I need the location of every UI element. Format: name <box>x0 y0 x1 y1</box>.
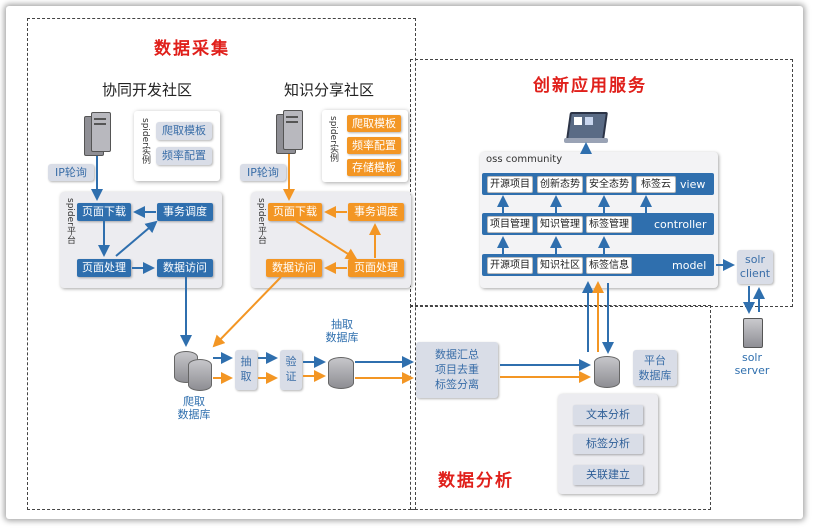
server-icon <box>276 110 303 154</box>
model-item-tag-info[interactable]: 标签信息 <box>586 257 632 274</box>
data-collection-title: 数据采集 <box>154 39 230 59</box>
knowledge-page-process[interactable]: 页面处理 <box>348 259 404 277</box>
model-item-open-source[interactable]: 开源项目 <box>487 257 533 274</box>
link-building[interactable]: 关联建立 <box>573 465 643 485</box>
view-item-open-source[interactable]: 开源项目 <box>487 176 533 193</box>
knowledge-storage-template[interactable]: 存储模板 <box>347 159 401 176</box>
extract-database-icon <box>328 357 354 389</box>
region-application-service <box>410 59 793 307</box>
model-layer-label: model <box>672 259 707 272</box>
server-icon <box>84 112 111 156</box>
verify-step[interactable]: 验 证 <box>280 350 302 390</box>
diagram-frame: 数据采集 创新应用服务 数据分析 协同开发社区 spider实例 爬取模板 频率… <box>6 6 803 519</box>
collab-task-schedule[interactable]: 事务调度 <box>157 203 213 221</box>
aggregate-dedupe-step[interactable]: 数据汇总 项目去重 标签分离 <box>416 342 498 398</box>
monitor-icon <box>564 112 608 144</box>
server-icon <box>743 318 763 348</box>
arrow <box>115 220 158 257</box>
extract-database-label: 抽取 数据库 <box>325 318 359 344</box>
arrows-layer <box>91 142 765 384</box>
knowledge-community-title: 知识分享社区 <box>284 81 375 99</box>
region-data-analysis <box>410 305 711 510</box>
region-data-collection <box>27 18 416 510</box>
platform-database-label: 平台 数据库 <box>633 350 677 386</box>
oss-community-title: oss community <box>486 154 563 165</box>
arrow <box>212 276 282 348</box>
application-service-title: 创新应用服务 <box>533 76 647 96</box>
view-layer-label: view <box>680 178 706 191</box>
collab-page-download[interactable]: 页面下载 <box>77 203 131 221</box>
knowledge-crawl-template[interactable]: 爬取模板 <box>347 115 401 132</box>
view-item-tag-cloud[interactable]: 标签云 <box>636 176 676 193</box>
data-analysis-title: 数据分析 <box>438 471 514 491</box>
collab-crawl-template[interactable]: 爬取模板 <box>156 122 212 140</box>
extract-step[interactable]: 抽 取 <box>235 350 257 390</box>
platform-database-icon <box>594 356 620 388</box>
tag-analysis[interactable]: 标签分析 <box>573 434 643 454</box>
knowledge-page-download[interactable]: 页面下载 <box>268 203 322 221</box>
controller-item-knowledge[interactable]: 知识管理 <box>537 216 583 233</box>
view-item-security[interactable]: 安全态势 <box>586 176 632 193</box>
collab-data-access[interactable]: 数据访问 <box>157 259 213 277</box>
controller-item-project[interactable]: 项目管理 <box>487 216 533 233</box>
collab-ip-polling[interactable]: IP轮询 <box>48 164 94 181</box>
knowledge-spider-instance-label: spider实例 <box>328 116 338 162</box>
view-item-innovation[interactable]: 创新态势 <box>537 176 583 193</box>
crawl-database-icon <box>174 351 214 391</box>
text-analysis[interactable]: 文本分析 <box>573 405 643 425</box>
collab-page-process[interactable]: 页面处理 <box>77 259 131 277</box>
solr-server-label: solr server <box>734 351 770 377</box>
collab-community-title: 协同开发社区 <box>102 81 193 99</box>
model-item-knowledge[interactable]: 知识社区 <box>537 257 583 274</box>
collab-frequency-config[interactable]: 频率配置 <box>156 147 212 165</box>
knowledge-spider-platform-label: spider平台 <box>256 198 266 244</box>
solr-client[interactable]: solr client <box>737 250 773 284</box>
arrow <box>295 220 358 261</box>
knowledge-task-schedule[interactable]: 事务调度 <box>348 203 404 221</box>
collab-spider-platform-label: spider平台 <box>65 198 75 244</box>
crawl-database-label: 爬取 数据库 <box>177 395 211 421</box>
controller-layer-label: controller <box>654 218 707 231</box>
knowledge-ip-polling[interactable]: IP轮询 <box>240 164 286 181</box>
collab-spider-instance-label: spider实例 <box>140 118 150 164</box>
knowledge-data-access[interactable]: 数据访问 <box>266 259 322 277</box>
controller-item-tag[interactable]: 标签管理 <box>586 216 632 233</box>
knowledge-frequency-config[interactable]: 频率配置 <box>347 137 401 154</box>
